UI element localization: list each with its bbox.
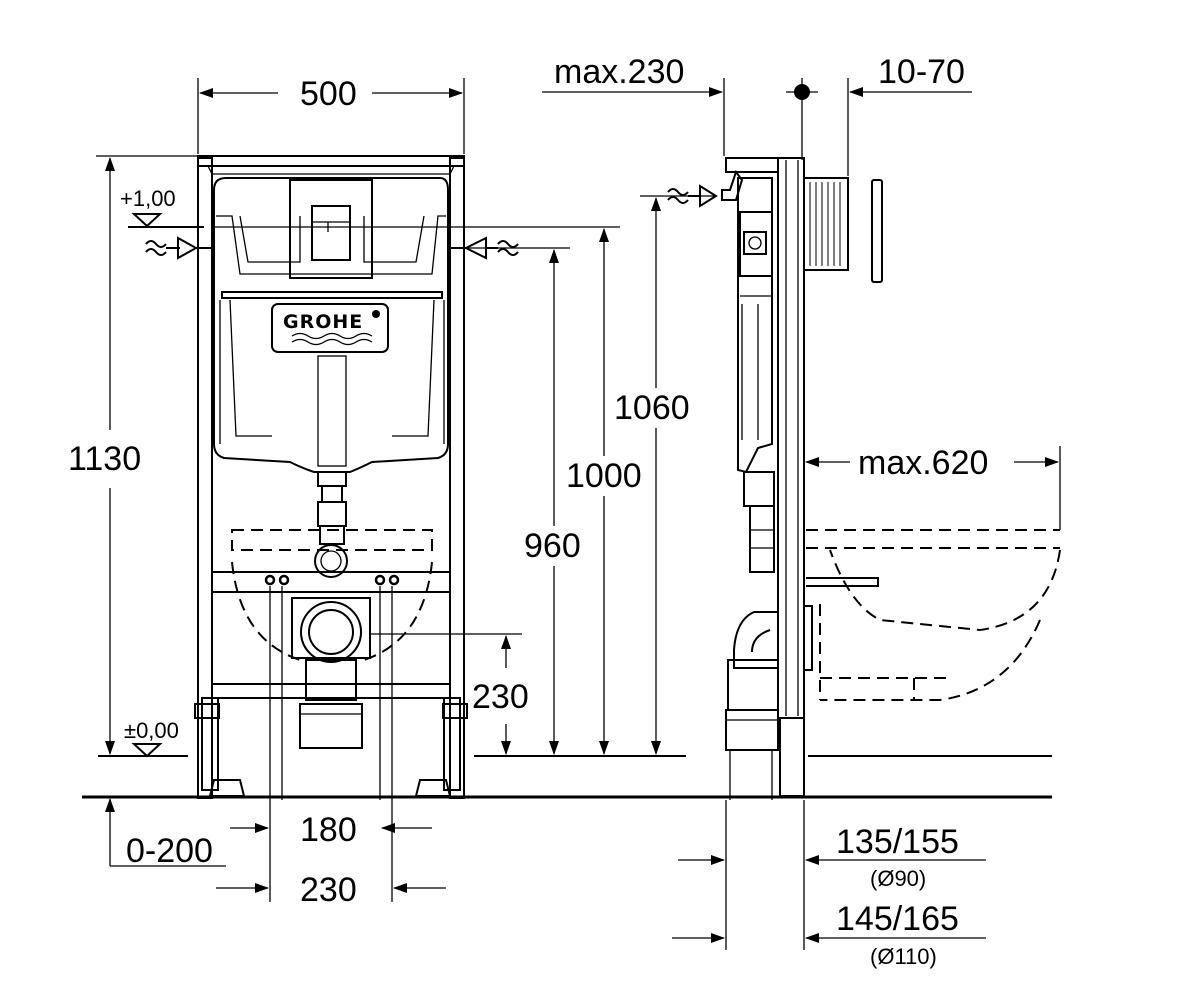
frame-width-label: 500 xyxy=(300,75,357,113)
wall-depth-small-label: 135/155 xyxy=(836,823,959,861)
outlet-height-label: 230 xyxy=(472,678,529,716)
inlet-height-label: 960 xyxy=(524,527,581,565)
front-view-frame xyxy=(194,155,468,799)
dim-plate-offset: 10-70 xyxy=(847,53,972,176)
flush-plate-mount xyxy=(803,177,883,283)
dim-inlet-height: 960 xyxy=(466,247,581,755)
floor-level-label: ±0,00 xyxy=(124,718,179,743)
water-inlet-left-icon xyxy=(145,236,214,260)
frame-height-label: 1130 xyxy=(68,440,141,478)
max-depth-top-label: max.230 xyxy=(554,53,684,91)
cistern xyxy=(213,177,449,578)
bowl-outline-side xyxy=(806,529,1061,701)
dim-wall-depth-small: 135/155 (Ø90) xyxy=(678,800,986,950)
wall-depth-small-pipe-label: (Ø90) xyxy=(870,866,926,891)
dim-frame-height: 1130 xyxy=(68,155,198,755)
support-height-label: 1000 xyxy=(566,457,642,495)
dim-bolt-spacing-inner: 180 xyxy=(230,811,432,849)
plate-offset-label: 10-70 xyxy=(878,53,965,91)
floor-lines xyxy=(82,755,1052,799)
dim-wall-depth-large: 145/165 (Ø110) xyxy=(672,900,986,969)
foot-adjustment-label: 0-200 xyxy=(126,832,213,870)
logo-text: GROHE xyxy=(283,311,363,333)
bolt-spacing-outer-label: 230 xyxy=(300,871,357,909)
dim-bolt-spacing-outer: 230 xyxy=(216,800,446,909)
level-marker-floor: ±0,00 xyxy=(124,718,179,758)
wall-depth-large-label: 145/165 xyxy=(836,900,959,938)
max-bowl-projection-label: max.620 xyxy=(858,444,988,482)
bowl-outline-front xyxy=(231,529,433,661)
dim-support-height: 1000 xyxy=(566,228,642,755)
wall-depth-large-pipe-label: (Ø110) xyxy=(870,944,937,969)
finished-height-label: +1,00 xyxy=(120,186,176,211)
water-inlet-side-icon xyxy=(667,184,718,208)
flush-pipe-height-label: 1060 xyxy=(614,389,690,427)
bolt-spacing-inner-label: 180 xyxy=(300,811,357,849)
dim-outlet-height: 230 xyxy=(370,633,529,755)
level-marker-top: +1,00 xyxy=(120,186,620,232)
grohe-logo: GROHE xyxy=(283,310,380,346)
dim-frame-width: 500 xyxy=(197,75,465,154)
dim-max-depth-top: max.230 xyxy=(542,53,725,156)
side-view-cistern xyxy=(737,177,775,573)
dim-flush-pipe-height: 1060 xyxy=(614,195,716,755)
dim-max-bowl-projection: max.620 xyxy=(805,444,1061,530)
side-view-waste-bend xyxy=(725,605,813,800)
dim-foot-adjustment: 0-200 xyxy=(105,798,226,870)
waste-outlet xyxy=(264,574,400,800)
side-view-frame xyxy=(721,78,818,797)
